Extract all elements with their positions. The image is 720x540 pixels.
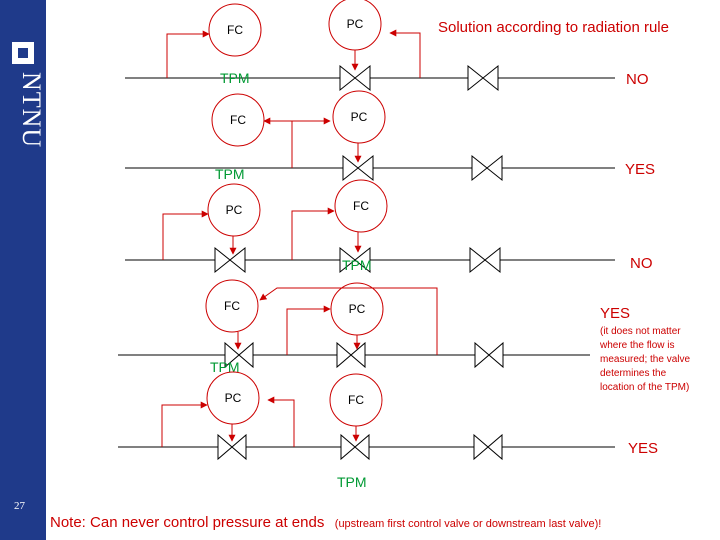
control-valve [224, 341, 254, 369]
fc-controller [208, 3, 262, 57]
manual-valve [471, 154, 503, 182]
explanation-line: location of the TPM) [600, 382, 689, 393]
measurement-line [161, 401, 208, 447]
pc-label: PC [349, 302, 366, 316]
manual-valve [473, 433, 503, 461]
control-valve [339, 246, 371, 274]
control-valve [342, 154, 374, 182]
fc-label: FC [353, 199, 369, 213]
measurement-line [259, 287, 438, 355]
control-valve [214, 246, 246, 274]
verdict-label: YES [600, 305, 630, 322]
pc-label: PC [347, 17, 364, 31]
measurement-line [291, 207, 335, 260]
pc-label: PC [226, 203, 243, 217]
footer-note: Note: Can never control pressure at ends… [50, 514, 601, 531]
fc-label: FC [227, 23, 243, 37]
verdict-label: YES [628, 440, 658, 457]
explanation-note: (it does not matter where the flow is me… [599, 326, 690, 393]
verdict-label: NO [626, 71, 649, 88]
ntnu-logo: NTNU [17, 72, 46, 149]
fc-label: FC [224, 299, 240, 313]
config-row-5: PC FC TPM YES [118, 371, 658, 490]
explanation-line: (it does not matter [600, 326, 681, 337]
measurement-line [162, 210, 209, 260]
fc-label: FC [230, 113, 246, 127]
footer-note-aside: (upstream first control valve or downstr… [335, 518, 602, 530]
control-valve [339, 64, 371, 92]
explanation-line: measured; the valve [600, 354, 690, 365]
verdict-label: YES [625, 161, 655, 178]
pc-controller [206, 371, 260, 425]
control-valve [217, 433, 247, 461]
measurement-line [166, 30, 210, 78]
slide-title: Solution according to radiation rule [438, 19, 669, 36]
pc-controller [332, 90, 386, 144]
config-row-4: FC PC TPM YES (it does not matter where … [118, 279, 690, 393]
manual-valve [467, 64, 499, 92]
tpm-label: TPM [220, 70, 250, 86]
pc-label: PC [351, 110, 368, 124]
page-number: 27 [14, 500, 25, 512]
fc-label: FC [348, 393, 364, 407]
config-row-1: FC PC TPM NO [125, 0, 649, 92]
explanation-line: determines the [600, 368, 667, 379]
measurement-line [267, 396, 295, 447]
tpm-label: TPM [210, 359, 240, 375]
control-valve [336, 341, 366, 369]
fc-controller [205, 279, 259, 333]
sidebar: NTNU 27 [0, 0, 46, 540]
pc-controller [207, 183, 261, 237]
manual-valve [474, 341, 504, 369]
config-row-3: PC FC TPM NO [125, 179, 653, 274]
config-row-2: FC PC TPM YES [125, 90, 655, 182]
logo-square-icon [12, 42, 34, 64]
tpm-label: TPM [215, 166, 245, 182]
manual-valve [469, 246, 501, 274]
measurement-line [389, 29, 421, 78]
measurement-line [286, 305, 331, 355]
explanation-line: where the flow is [599, 340, 674, 351]
verdict-label: NO [630, 255, 653, 272]
pc-label: PC [225, 391, 242, 405]
control-valve [340, 433, 370, 461]
tpm-label: TPM [342, 257, 372, 273]
tpm-label: TPM [337, 474, 367, 490]
measurement-line [263, 117, 293, 168]
fc-controller [334, 179, 388, 233]
footer-note-main: Note: Can never control pressure at ends [50, 514, 324, 531]
